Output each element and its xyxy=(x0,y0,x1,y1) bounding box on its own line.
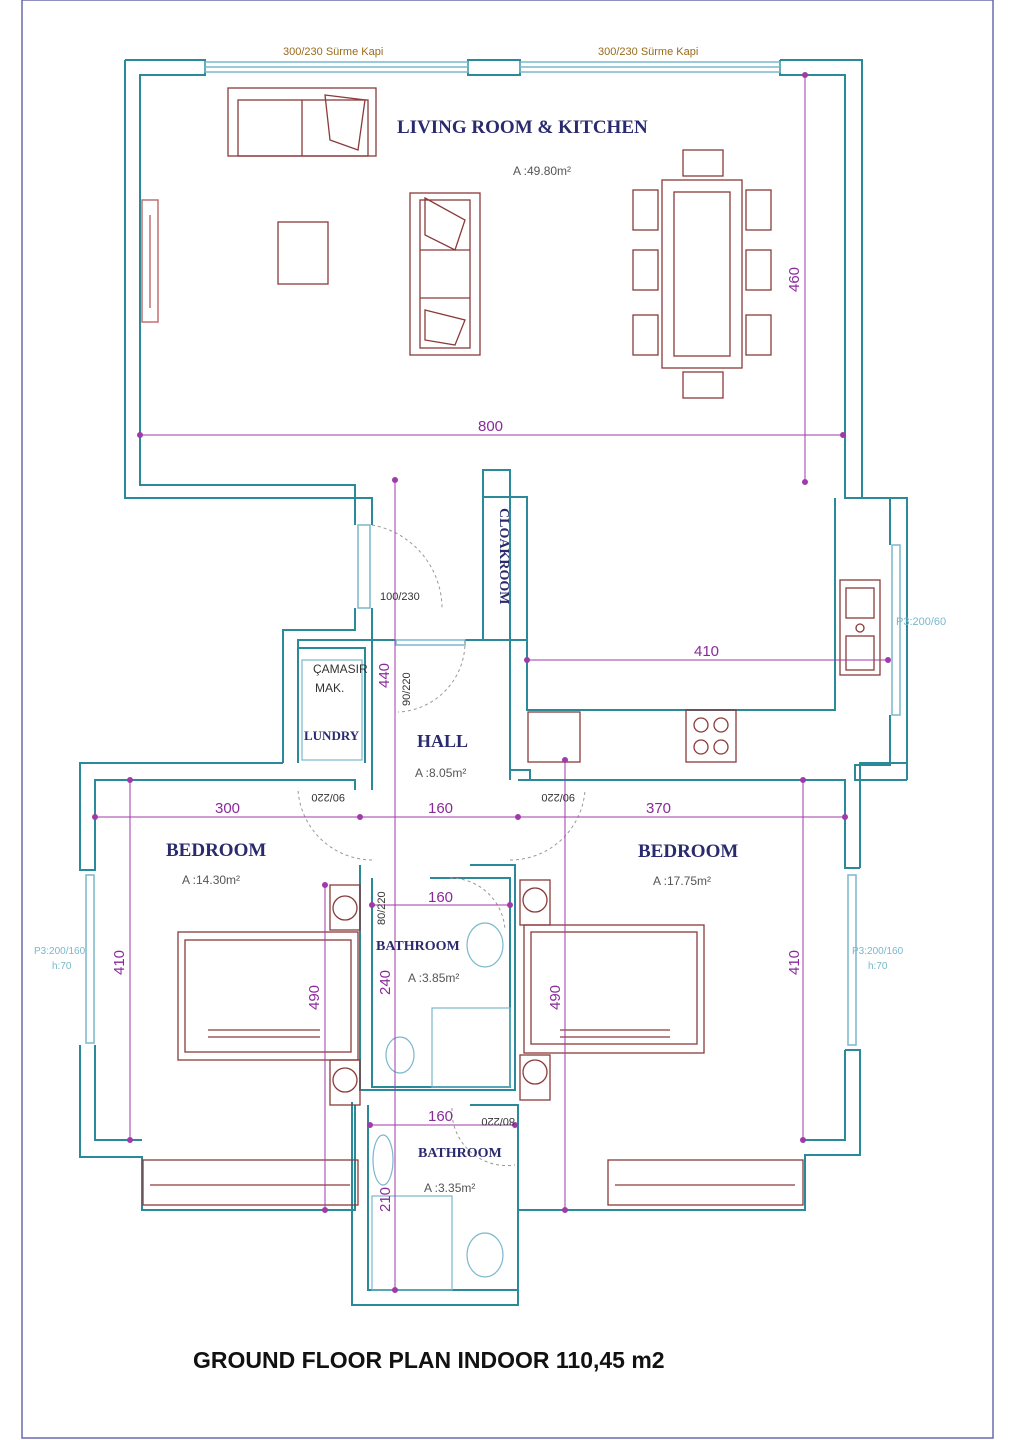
hall-label: HALL xyxy=(417,731,468,751)
bedroom-right-door-size: 90/220 xyxy=(541,791,575,803)
dimension-lines xyxy=(92,72,891,1293)
plan-title: GROUND FLOOR PLAN INDOOR 110,45 m2 xyxy=(193,1347,665,1373)
hall-area: A :8.05m² xyxy=(415,766,466,780)
bath-upper-door-size: 80/220 xyxy=(376,891,388,925)
living-depth-dim: 460 xyxy=(786,267,803,292)
bathroom-fixtures xyxy=(301,659,511,1291)
labels: 300/230 Sürme Kapi 300/230 Sürme Kapi LI… xyxy=(34,46,946,1373)
bedroom-right-depth-dim: 410 xyxy=(786,950,803,975)
bedroom-right-area: A :17.75m² xyxy=(653,874,711,888)
cloakroom-label: CLOAKROOM xyxy=(496,508,511,604)
page-border xyxy=(21,0,994,1439)
hall-depth-dim: 440 xyxy=(376,663,393,688)
washing-machine-label-2: MAK. xyxy=(315,681,344,695)
furniture xyxy=(142,87,881,1206)
window-left-label-2: h:70 xyxy=(52,961,72,972)
walls xyxy=(79,59,908,1306)
entrance-door-size: 100/230 xyxy=(380,591,420,603)
door-swings xyxy=(297,524,586,1167)
bedroom-left-width-dim: 300 xyxy=(215,800,240,817)
bath-upper-width-dim: 160 xyxy=(428,889,453,906)
bedroom-left-area: A :14.30m² xyxy=(182,873,240,887)
bath-upper-area: A :3.85m² xyxy=(408,971,459,985)
bath-upper-depth-dim: 240 xyxy=(377,970,394,995)
bedroom-right-width-dim: 370 xyxy=(646,800,671,817)
bedroom-left-door-size: 90/220 xyxy=(311,791,345,803)
windows xyxy=(85,61,901,1046)
bedroom-left-bed-dim: 490 xyxy=(306,985,323,1010)
bedroom-right-label: BEDROOM xyxy=(638,841,738,862)
living-room-label: LIVING ROOM & KITCHEN xyxy=(397,117,648,138)
bath-lower-depth-dim: 210 xyxy=(377,1187,394,1212)
washing-machine-label-1: ÇAMASIR xyxy=(313,662,368,676)
window-left-label-1: P3:200/160 xyxy=(34,946,86,957)
bath-lower-area: A :3.35m² xyxy=(424,1181,475,1195)
bath-lower-door-size: 80/220 xyxy=(481,1115,515,1127)
living-width-dim: 800 xyxy=(478,418,503,435)
sliding-door-label-2: 300/230 Sürme Kapi xyxy=(598,46,698,58)
kitchen-width-dim: 410 xyxy=(694,643,719,660)
window-right-label-2: h:70 xyxy=(868,961,888,972)
laundry-label: LUNDRY xyxy=(304,728,360,743)
sliding-door-label-1: 300/230 Sürme Kapi xyxy=(283,46,383,58)
bedroom-right-bed-dim: 490 xyxy=(547,985,564,1010)
bath-lower-width-dim: 160 xyxy=(428,1108,453,1125)
bedroom-left-label: BEDROOM xyxy=(166,840,266,861)
kitchen-window-label: P3:200/60 xyxy=(896,616,946,628)
bedroom-left-depth-dim: 410 xyxy=(111,950,128,975)
bath-lower-label: BATHROOM xyxy=(418,1146,502,1161)
window-right-label-1: P3:200/160 xyxy=(852,946,904,957)
hall-door-size: 90/220 xyxy=(401,672,413,706)
hall-width-dim: 160 xyxy=(428,800,453,817)
living-room-area: A :49.80m² xyxy=(513,164,571,178)
bath-upper-label: BATHROOM xyxy=(376,939,460,954)
